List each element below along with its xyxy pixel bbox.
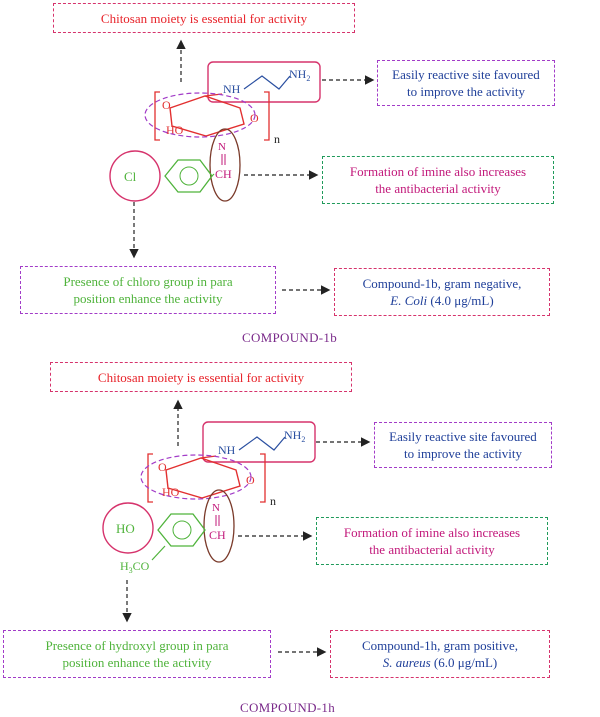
nh2-label: NH2 — [284, 428, 305, 444]
imine-ch-label: CH — [215, 167, 232, 181]
caption-1h: COMPOUND-1h — [240, 700, 336, 715]
benzene-to-imine — [211, 173, 215, 177]
methoxy-label: H3CO — [120, 559, 150, 575]
ring-o2-label: O — [246, 473, 255, 487]
hydroxyl-label: HO — [116, 521, 135, 536]
reactive-site-text-line2: to improve the activity — [403, 446, 523, 461]
amine-highlight-box — [202, 421, 316, 463]
imine-formation-box-1h: Formation of imine also increases the an… — [316, 517, 548, 565]
result-text-line2: E. Coli (4.0 μg/mL) — [390, 292, 493, 309]
nh-label: NH — [218, 443, 236, 457]
imine-text-line2: the antibacterial activity — [369, 542, 495, 557]
result-text-line2: S. aureus (6.0 μg/mL) — [383, 654, 497, 671]
repeat-n-label: n — [274, 132, 280, 146]
ring-o2-label: O — [250, 111, 259, 125]
pyranose-ring — [169, 95, 245, 137]
substituent-box-1b: Presence of chloro group in para positio… — [20, 266, 276, 314]
repeat-n-label: n — [270, 494, 276, 508]
polymer-bracket-right — [264, 91, 270, 141]
hydroxyl-highlight-circle — [102, 502, 154, 554]
imine-ch-label: CH — [209, 528, 226, 542]
imine-text-line1: Formation of imine also increases — [349, 164, 527, 179]
benzene-ring-1h — [157, 513, 206, 547]
result-text-line1: Compound-1h, gram positive, — [362, 638, 518, 653]
substituent-box-1h: Presence of hydroxyl group in para posit… — [3, 630, 271, 678]
mic-value: (6.0 μg/mL) — [430, 655, 498, 670]
imine-n-label: N — [212, 502, 220, 514]
chitosan-highlight-ellipse — [144, 92, 256, 138]
chitosan-moiety-text: Chitosan moiety is essential for activit… — [100, 10, 308, 26]
result-text-line1: Compound-1b, gram negative, — [362, 276, 522, 291]
pyranose-ring — [165, 457, 241, 499]
reactive-site-text-line1: Easily reactive site favoured — [392, 67, 540, 82]
reactive-site-text-line2: to improve the activity — [406, 84, 526, 99]
result-box-1h: Compound-1h, gram positive, S. aureus (6… — [330, 630, 550, 678]
imine-text-line2: the antibacterial activity — [375, 181, 501, 196]
reactive-site-box-1b: Easily reactive site favoured to improve… — [377, 60, 555, 106]
mic-value: (4.0 μg/mL) — [427, 293, 494, 308]
organism-name: E. Coli — [390, 293, 428, 308]
nh-label: NH — [223, 82, 241, 96]
result-box-1b: Compound-1b, gram negative, E. Coli (4.0… — [334, 268, 550, 316]
imine-formation-box-1b: Formation of imine also increases the an… — [322, 156, 554, 204]
organism-name: S. aureus — [382, 655, 431, 670]
ethylene-chain — [243, 75, 291, 90]
benzene-ring-1b — [164, 159, 213, 193]
imine-n-label: N — [218, 141, 226, 153]
methoxy-bond — [151, 545, 166, 561]
chloro-highlight-circle — [109, 150, 161, 202]
polymer-bracket-left — [147, 453, 153, 503]
ring-o-label: O — [158, 460, 167, 474]
caption-1b: COMPOUND-1b — [242, 330, 338, 345]
chitosan-moiety-text: Chitosan moiety is essential for activit… — [97, 369, 305, 385]
substituent-text-line1: Presence of chloro group in para — [63, 274, 233, 289]
substituent-text-line2: position enhance the activity — [62, 655, 212, 670]
chloro-label: Cl — [124, 169, 137, 184]
reactive-site-text-line1: Easily reactive site favoured — [389, 429, 537, 444]
ring-bond-to-amine — [200, 455, 217, 459]
chitosan-moiety-box-1b: Chitosan moiety is essential for activit… — [53, 3, 355, 33]
ring-o-label: O — [162, 98, 171, 112]
imine-highlight-ellipse — [209, 128, 241, 202]
ring-bond-to-amine — [204, 93, 223, 97]
polymer-bracket-right — [260, 453, 266, 503]
benzene-inner-circle-1h — [172, 520, 192, 540]
substituent-text-line2: position enhance the activity — [73, 291, 223, 306]
amine-highlight-box — [207, 61, 321, 103]
ring-ho-label: HO — [162, 485, 180, 499]
reactive-site-box-1h: Easily reactive site favoured to improve… — [374, 422, 552, 468]
ethylene-chain — [238, 436, 286, 451]
imine-text-line1: Formation of imine also increases — [343, 525, 521, 540]
nh2-label: NH2 — [289, 67, 310, 83]
benzene-inner-circle-1b — [179, 166, 199, 186]
imine-highlight-ellipse — [203, 489, 235, 563]
chitosan-highlight-ellipse — [140, 454, 252, 500]
ring-ho-label: HO — [166, 123, 184, 137]
chitosan-moiety-box-1h: Chitosan moiety is essential for activit… — [50, 362, 352, 392]
substituent-text-line1: Presence of hydroxyl group in para — [45, 638, 229, 653]
polymer-bracket-left — [154, 91, 160, 141]
